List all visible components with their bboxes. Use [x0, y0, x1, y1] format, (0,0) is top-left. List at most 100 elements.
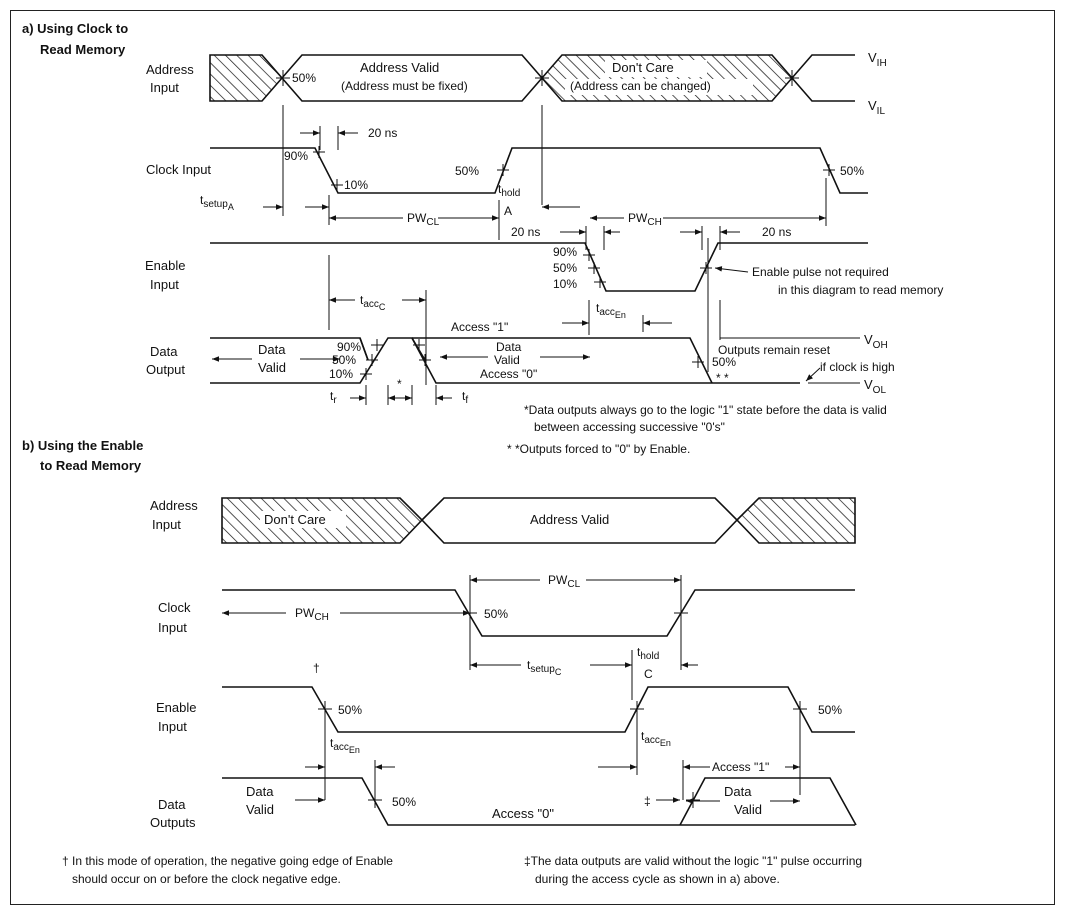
- note-1-line-1: *Data outputs always go to the logic "1"…: [524, 403, 887, 417]
- tf-label: tf: [462, 389, 468, 406]
- clk-20ns-label: 20 ns: [368, 126, 397, 140]
- b-data-label-2: Outputs: [150, 815, 196, 830]
- data-valid-left-2: Valid: [258, 360, 286, 375]
- d-50pct: 50%: [332, 353, 356, 367]
- b-pwcl-label: PWCL: [548, 573, 581, 590]
- b-thold-c-label: thold: [637, 645, 659, 662]
- clk-50pct-rise: 50%: [455, 164, 479, 178]
- enable-waveform-a: [210, 242, 868, 292]
- tacc-en-a-label: taccEn: [596, 301, 626, 320]
- tacc-c-label: taccC: [360, 293, 386, 312]
- footnote-left-1: † In this mode of operation, the negativ…: [62, 854, 393, 868]
- section-b-title-1: b) Using the Enable: [22, 438, 143, 453]
- en-50pct: 50%: [553, 261, 577, 275]
- diagram-frame: [10, 10, 1055, 905]
- footnote-right-1: ‡The data outputs are valid without the …: [524, 854, 862, 868]
- d-90pct: 90%: [337, 340, 361, 354]
- address-valid-label: Address Valid: [360, 60, 439, 75]
- data-valid-left-1: Data: [258, 342, 286, 357]
- b-access1-label: Access "1": [712, 760, 769, 774]
- en-90pct: 90%: [553, 245, 577, 259]
- b-data-valid-1: Data: [246, 784, 274, 799]
- data-output-high-path-a: [440, 337, 713, 384]
- double-star-mark: * *: [716, 371, 729, 385]
- en-10pct: 10%: [553, 277, 577, 291]
- section-b: b) Using the Enable to Read Memory Addre…: [22, 438, 862, 886]
- enable-note-1: Enable pulse not required: [752, 265, 889, 279]
- b-clock-label-2: Input: [158, 620, 187, 635]
- outputs-reset-1: Outputs remain reset: [718, 343, 831, 357]
- b-address-valid-label: Address Valid: [530, 512, 609, 527]
- b-access0-label: Access "0": [492, 806, 554, 821]
- footnote-left-2: should occur on or before the clock nega…: [72, 872, 341, 886]
- en-20ns-label-1: 20 ns: [511, 225, 540, 239]
- b-enable-waveform: [222, 686, 855, 733]
- b-tacc-en-label-2: taccEn: [641, 729, 671, 748]
- data-output-label-2: Output: [146, 362, 185, 377]
- vol-label: VOL: [864, 377, 886, 396]
- access0-a-label: Access "0": [480, 367, 537, 381]
- en-20ns-label-2: 20 ns: [762, 225, 791, 239]
- footnote-right-2: during the access cycle as shown in a) a…: [535, 872, 780, 886]
- section-a-title-2: Read Memory: [40, 42, 126, 57]
- b-address-label-1: Address: [150, 498, 198, 513]
- data-valid-mid-1: Data: [496, 340, 522, 354]
- b-dont-care-label: Don't Care: [264, 512, 326, 527]
- clock-waveform-a: [210, 147, 868, 194]
- dont-care-label: Don't Care: [612, 60, 674, 75]
- clk-50pct-fall: 50%: [840, 164, 864, 178]
- b-clock-label-1: Clock: [158, 600, 191, 615]
- b-clk-50pct: 50%: [484, 607, 508, 621]
- d-50pct-2: 50%: [712, 355, 736, 369]
- pwcl-a-label: PWCL: [407, 211, 440, 228]
- address-dontcare-hatch-1: [209, 54, 284, 102]
- b-pwch-label: PWCH: [295, 606, 329, 623]
- tr-label: tr: [330, 389, 337, 406]
- section-a-title-1: a) Using Clock to: [22, 21, 128, 36]
- vil-label: VIL: [868, 98, 885, 117]
- address-label-1: Address: [146, 62, 194, 77]
- b-data-valid-2: Valid: [246, 802, 274, 817]
- data-valid-mid-2: Valid: [494, 353, 520, 367]
- b-address-dontcare-hatch-2: [735, 497, 856, 544]
- b-data-valid-r1: Data: [724, 784, 752, 799]
- clk-90pct: 90%: [284, 149, 308, 163]
- d-10pct: 10%: [329, 367, 353, 381]
- section-a: a) Using Clock to Read Memory Address In…: [22, 21, 943, 456]
- address-changed-label: (Address can be changed): [570, 79, 711, 93]
- access1-a-label: Access "1": [451, 320, 508, 334]
- star-mark: *: [397, 377, 402, 391]
- b-dagger-mark: †: [313, 661, 320, 675]
- b-tacc-en-label-1: taccEn: [330, 736, 360, 755]
- pwch-a-label: PWCH: [628, 211, 662, 228]
- data-output-label-1: Data: [150, 344, 178, 359]
- clk-10pct: 10%: [344, 178, 368, 192]
- enable-label-1: Enable: [145, 258, 185, 273]
- tsetup-a-label: tsetupA: [200, 193, 234, 212]
- b-en-50pct-2: 50%: [818, 703, 842, 717]
- voh-label: VOH: [864, 332, 888, 351]
- b-tsetup-c-label: tsetupC: [527, 658, 562, 677]
- b-address-label-2: Input: [152, 517, 181, 532]
- b-enable-label-1: Enable: [156, 700, 196, 715]
- b-ddagger-mark: ‡: [644, 794, 651, 808]
- thold-a-label: thold: [498, 182, 520, 199]
- b-enable-label-2: Input: [158, 719, 187, 734]
- b-d-50pct: 50%: [392, 795, 416, 809]
- section-b-title-2: to Read Memory: [40, 458, 142, 473]
- note-2: * *Outputs forced to "0" by Enable.: [507, 442, 690, 456]
- outputs-reset-2: if clock is high: [820, 360, 895, 374]
- b-clock-waveform: [222, 589, 855, 637]
- clock-label: Clock Input: [146, 162, 211, 177]
- thold-a-sub: A: [504, 204, 512, 218]
- b-data-label-1: Data: [158, 797, 186, 812]
- enable-label-2: Input: [150, 277, 179, 292]
- note-1-line-2: between accessing successive "0's": [534, 420, 725, 434]
- b-thold-c-sub: C: [644, 667, 653, 681]
- b-data-valid-r2: Valid: [734, 802, 762, 817]
- address-tail: [791, 54, 855, 102]
- enable-note-2: in this diagram to read memory: [778, 283, 943, 297]
- address-fixed-label: (Address must be fixed): [341, 79, 468, 93]
- vih-label: VIH: [868, 50, 887, 69]
